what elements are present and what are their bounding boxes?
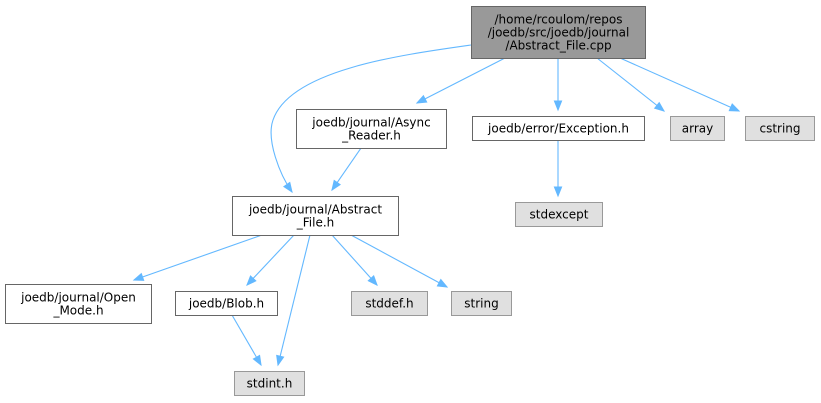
node-box	[472, 116, 645, 141]
edge-line	[133, 234, 263, 281]
edge-line	[231, 314, 262, 366]
edge-line	[416, 57, 506, 104]
node-box	[515, 202, 603, 227]
edge-arrowhead	[283, 181, 293, 194]
edge-arrowhead	[415, 94, 428, 104]
node-stdint: stdint.h	[234, 371, 305, 396]
edge-arrowhead	[436, 278, 449, 288]
node-label-line: joedb/journal/Async	[311, 116, 430, 130]
edge-abstract-file-h-to-open-mode	[132, 234, 263, 281]
edge-line	[619, 57, 740, 112]
edge-arrowhead	[653, 101, 666, 112]
edge-arrowhead	[553, 186, 563, 198]
edge-root-to-abstract-file-h	[270, 44, 472, 194]
edges-layer	[132, 44, 741, 367]
node-root[interactable]: /home/rcoulom/repos/joedb/src/joedb/jour…	[471, 6, 646, 59]
edge-arrowhead	[728, 103, 741, 112]
edge-blob-h-to-stdint	[231, 314, 262, 367]
node-open-mode[interactable]: joedb/journal/Open_Mode.h	[5, 284, 152, 324]
node-box	[175, 291, 278, 316]
node-label-line: stdexcept	[530, 208, 589, 222]
edge-arrowhead	[331, 179, 341, 192]
node-array: array	[670, 116, 725, 141]
node-box	[296, 109, 447, 149]
node-cstring: cstring	[745, 116, 815, 141]
edge-abstract-file-h-to-stddef	[331, 234, 378, 286]
edge-arrowhead	[276, 354, 285, 367]
node-stddef: stddef.h	[351, 291, 428, 316]
node-label-line: joedb/journal/Open	[20, 291, 136, 305]
edge-arrowhead	[553, 100, 563, 112]
node-label-line: _Mode.h	[52, 304, 103, 318]
edge-async-reader-to-abstract-file-h	[331, 147, 362, 192]
edge-line	[596, 57, 665, 112]
node-box	[745, 116, 815, 141]
edge-abstract-file-h-to-stdint	[276, 234, 311, 367]
node-label-line: stdint.h	[247, 377, 293, 391]
edge-abstract-file-h-to-blob-h	[246, 234, 295, 286]
edge-line	[246, 234, 295, 286]
node-label-line: _Reader.h	[341, 129, 401, 143]
edge-abstract-file-h-to-string	[350, 234, 449, 288]
edge-line	[331, 234, 378, 286]
edge-arrowhead	[252, 354, 262, 367]
node-label-line: joedb/Blob.h	[188, 297, 264, 311]
edge-arrowhead	[246, 275, 257, 286]
node-label-line: array	[682, 122, 713, 136]
node-box	[471, 6, 646, 59]
node-label-line: string	[464, 297, 498, 311]
edge-root-to-cstring	[619, 57, 741, 112]
node-async-reader[interactable]: joedb/journal/Async_Reader.h	[296, 109, 447, 149]
node-exception-h[interactable]: joedb/error/Exception.h	[472, 116, 645, 141]
node-label-line: /Abstract_File.cpp	[505, 39, 611, 53]
node-abstract-file-h[interactable]: joedb/journal/Abstract_File.h	[232, 196, 399, 236]
node-label-line: /home/rcoulom/repos	[495, 13, 623, 27]
node-label-line: /joedb/src/joedb/journal	[488, 26, 630, 40]
edge-line	[277, 234, 311, 366]
node-box	[351, 291, 428, 316]
node-blob-h[interactable]: joedb/Blob.h	[175, 291, 278, 316]
node-label-line: _File.h	[296, 216, 335, 230]
node-box	[5, 284, 152, 324]
node-label-line: joedb/journal/Abstract	[248, 203, 382, 217]
node-box	[232, 196, 399, 236]
edge-line	[350, 234, 448, 288]
edge-arrowhead	[367, 275, 378, 286]
node-label-line: stddef.h	[365, 297, 413, 311]
node-box	[234, 371, 305, 396]
node-box	[670, 116, 725, 141]
node-label-line: joedb/error/Exception.h	[487, 122, 629, 136]
edge-root-to-exception-h	[553, 58, 563, 112]
node-label-line: cstring	[759, 122, 800, 136]
node-string: string	[451, 291, 512, 316]
edge-root-to-array	[596, 57, 666, 112]
edge-line	[270, 44, 472, 193]
node-stdexcept: stdexcept	[515, 202, 603, 227]
edge-arrowhead	[132, 272, 145, 281]
edge-root-to-async-reader	[415, 57, 506, 104]
nodes-layer: /home/rcoulom/repos/joedb/src/joedb/jour…	[5, 6, 815, 396]
edge-exception-h-to-stdexcept	[553, 140, 563, 198]
node-box	[451, 291, 512, 316]
